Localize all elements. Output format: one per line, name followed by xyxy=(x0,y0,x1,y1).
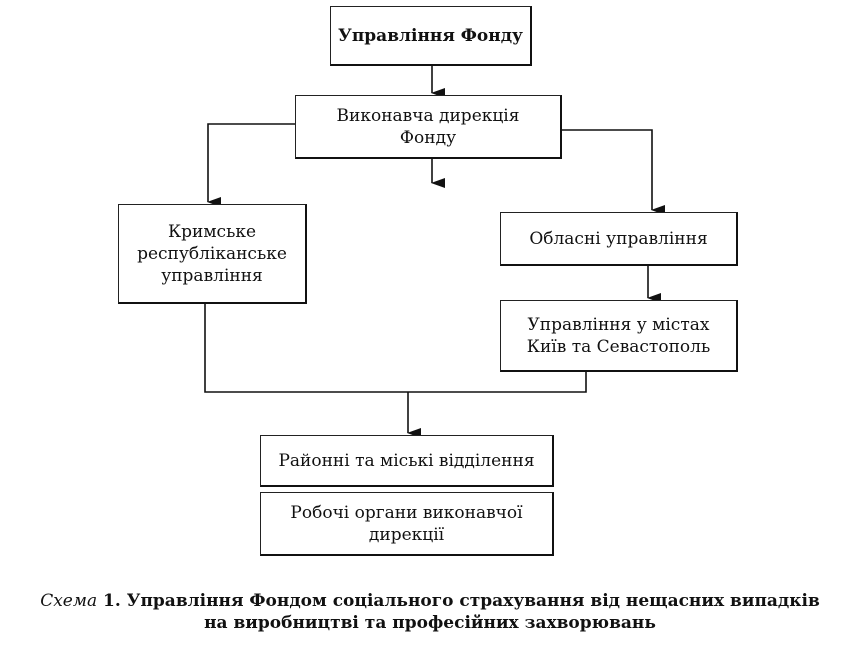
node-regional-directorates-label: Обласні управління xyxy=(529,228,708,249)
node-fund-management-label: Управління Фонду xyxy=(338,25,523,46)
edge-exec-to-crimea xyxy=(207,123,295,207)
node-regional-directorates: Обласні управління xyxy=(500,212,738,266)
figure-caption-text-1: Управління Фондом соціального страхуванн… xyxy=(126,591,820,611)
node-crimean-directorate-line-1: Кримське xyxy=(167,221,257,242)
node-crimean-directorate: Кримське республіканське управління xyxy=(118,204,307,304)
node-fund-management: Управління Фонду xyxy=(330,6,532,66)
node-city-directorates-line-2: Київ та Севастополь xyxy=(526,336,711,357)
node-executive-directorate-line-1: Виконавча дирекція xyxy=(336,105,520,126)
node-crimean-directorate-line-3: управління xyxy=(161,265,263,286)
node-crimean-directorate-line-2: республіканське xyxy=(137,243,287,264)
node-working-bodies-line-1: Робочі органи виконавчої xyxy=(290,502,523,523)
node-executive-directorate: Виконавча дирекція Фонду xyxy=(295,95,562,159)
node-working-bodies-line-2: дирекції xyxy=(368,524,445,545)
node-city-directorates-line-1: Управління у містах xyxy=(527,314,710,335)
figure-caption-text-2: на виробництві та професійних захворюван… xyxy=(204,613,656,633)
node-working-bodies: Робочі органи виконавчої дирекції xyxy=(260,492,554,556)
figure-caption-line-1: Схема 1. Управління Фондом соціального с… xyxy=(20,590,840,612)
figure-caption-number: 1. xyxy=(103,591,121,611)
node-district-offices: Районні та міські відділення xyxy=(260,435,554,487)
edge-exec-to-oblast xyxy=(562,129,665,215)
figure-caption-label: Схема xyxy=(40,591,98,611)
node-city-directorates: Управління у містах Київ та Севастополь xyxy=(500,300,738,372)
node-district-offices-label: Районні та міські відділення xyxy=(278,450,535,471)
figure-caption: Схема 1. Управління Фондом соціального с… xyxy=(20,590,840,634)
node-executive-directorate-line-2: Фонду xyxy=(399,127,457,148)
